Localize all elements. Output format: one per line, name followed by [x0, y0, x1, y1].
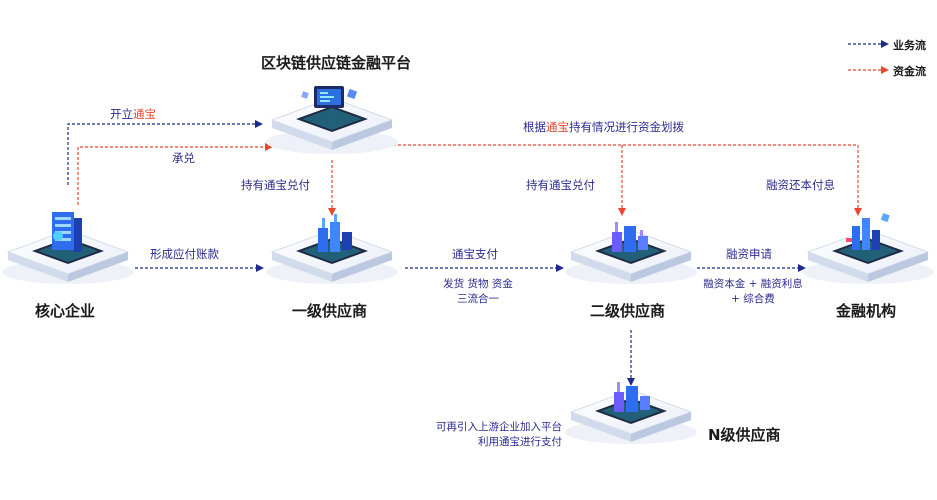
edge-allocate-suffix: 持有情况进行资金划拨	[569, 120, 684, 134]
legend-business-label: 业务流	[893, 39, 926, 52]
tierN-note-line2: 利用通宝进行支付	[478, 436, 562, 448]
edge-hold2-label: 持有通宝兑付	[526, 178, 595, 192]
bank-building-icon	[846, 213, 890, 250]
edge-allocate-highlight: 通宝	[546, 120, 569, 134]
edge-accept-label: 承兑	[172, 151, 195, 165]
edge-three-line2: 三流合一	[457, 293, 499, 305]
edge-payable-label: 形成应付账款	[150, 247, 219, 261]
edge-allocate	[378, 144, 862, 216]
server-stack-icon	[52, 212, 82, 252]
edge-hold1-label: 持有通宝兑付	[241, 178, 310, 192]
edge-pay-label: 通宝支付	[452, 247, 498, 261]
core-label: 核心企业	[35, 302, 96, 320]
tierN-label: N级供应商	[708, 426, 781, 444]
platform-title: 区块链供应链金融平台	[261, 54, 412, 72]
finance-node	[802, 213, 934, 284]
factory-icon	[318, 214, 352, 252]
edge-apply-label: 融资申请	[726, 247, 772, 261]
tier2-node	[565, 222, 697, 284]
edge-open	[67, 120, 263, 185]
edge-accept	[77, 143, 273, 205]
tier1-node	[266, 214, 398, 284]
tierN-note-line1: 可再引入上游企业加入平台	[436, 421, 562, 433]
finance-label: 金融机构	[836, 302, 897, 320]
edge-open-text: 开立	[110, 107, 133, 121]
tierN-note: 可再引入上游企业加入平台 利用通宝进行支付	[400, 420, 562, 450]
tierN-node	[565, 382, 697, 444]
edge-three-line1: 发货 货物 资金	[443, 278, 513, 290]
edge-open-label: 开立通宝	[110, 106, 156, 122]
edge-open-highlight: 通宝	[133, 107, 156, 121]
edge-principal-line2: + 综合费	[731, 293, 775, 305]
core-node	[2, 212, 134, 284]
edge-repay-label: 融资还本付息	[766, 178, 835, 192]
edge-allocate-label: 根据通宝持有情况进行资金划拨	[523, 119, 684, 135]
factory-icon	[612, 222, 648, 252]
platform-node	[266, 86, 398, 154]
tier1-label: 一级供应商	[292, 302, 368, 320]
legend-capital-label: 资金流	[893, 65, 926, 78]
edge-allocate-prefix: 根据	[523, 120, 546, 134]
blockchain-platform-icon	[301, 86, 358, 108]
tier2-label: 二级供应商	[590, 302, 666, 320]
edge-three-flows-label: 发货 货物 资金 三流合一	[430, 276, 526, 306]
factory-icon	[614, 382, 650, 412]
edge-principal-label: 融资本金 + 融资利息 + 综合费	[694, 276, 812, 306]
edge-principal-line1: 融资本金 + 融资利息	[703, 278, 803, 290]
